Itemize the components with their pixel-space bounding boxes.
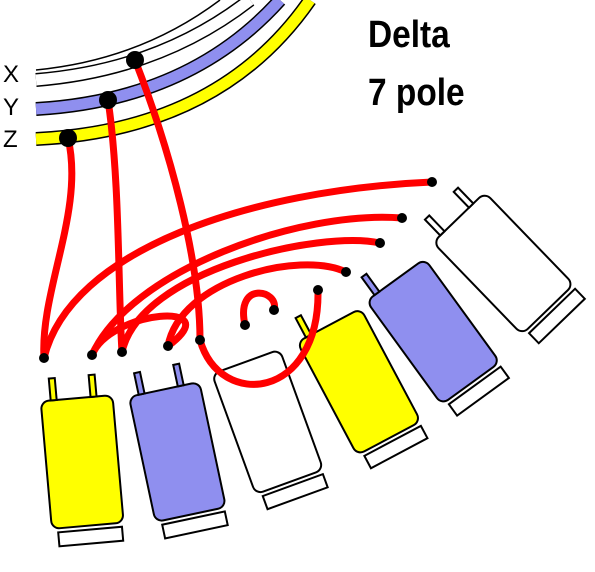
coils (40, 186, 587, 548)
terminal-1 (39, 353, 49, 363)
coil-5 (360, 260, 511, 417)
title-line-2: 7 pole (368, 72, 465, 114)
ring-x-fill (35, 0, 254, 86)
terminal-8 (313, 285, 323, 295)
coil-4 (294, 310, 429, 470)
wire-7 (88, 312, 189, 359)
wire-x-lead (131, 56, 204, 344)
wire-y-lead (104, 96, 126, 356)
ring-outer-1 (35, 0, 221, 71)
junction-y (99, 91, 117, 109)
junction-x (126, 51, 144, 69)
wire-2 (88, 213, 406, 359)
junction-z (59, 129, 77, 147)
coil-3 (213, 350, 329, 511)
terminal-12 (427, 177, 437, 187)
junctions (39, 51, 437, 363)
phase-rings (35, 0, 316, 146)
coil-2 (129, 362, 229, 540)
wire-1 (40, 178, 436, 362)
terminal-5 (195, 335, 205, 345)
ring-x (35, 0, 255, 87)
ring-z-fill (35, 0, 315, 145)
phase-label-x: X (3, 61, 20, 88)
terminal-7 (269, 305, 279, 315)
wires (40, 56, 436, 388)
terminal-11 (397, 213, 407, 223)
terminal-6 (240, 320, 250, 330)
wire-6 (240, 289, 278, 329)
phase-label-y: Y (3, 94, 20, 121)
phase-label-z: Z (3, 126, 18, 153)
wire-z-lead (40, 134, 76, 362)
terminal-2 (87, 350, 97, 360)
coil-6 (423, 186, 587, 345)
terminal-4 (163, 341, 173, 351)
title-line-1: Delta (368, 14, 450, 56)
terminal-3 (117, 347, 127, 357)
terminal-10 (375, 238, 385, 248)
wire-4 (164, 261, 350, 350)
terminal-9 (341, 267, 351, 277)
wire-5 (196, 286, 322, 388)
ring-y-fill (35, 0, 285, 115)
coil-1 (40, 373, 125, 548)
